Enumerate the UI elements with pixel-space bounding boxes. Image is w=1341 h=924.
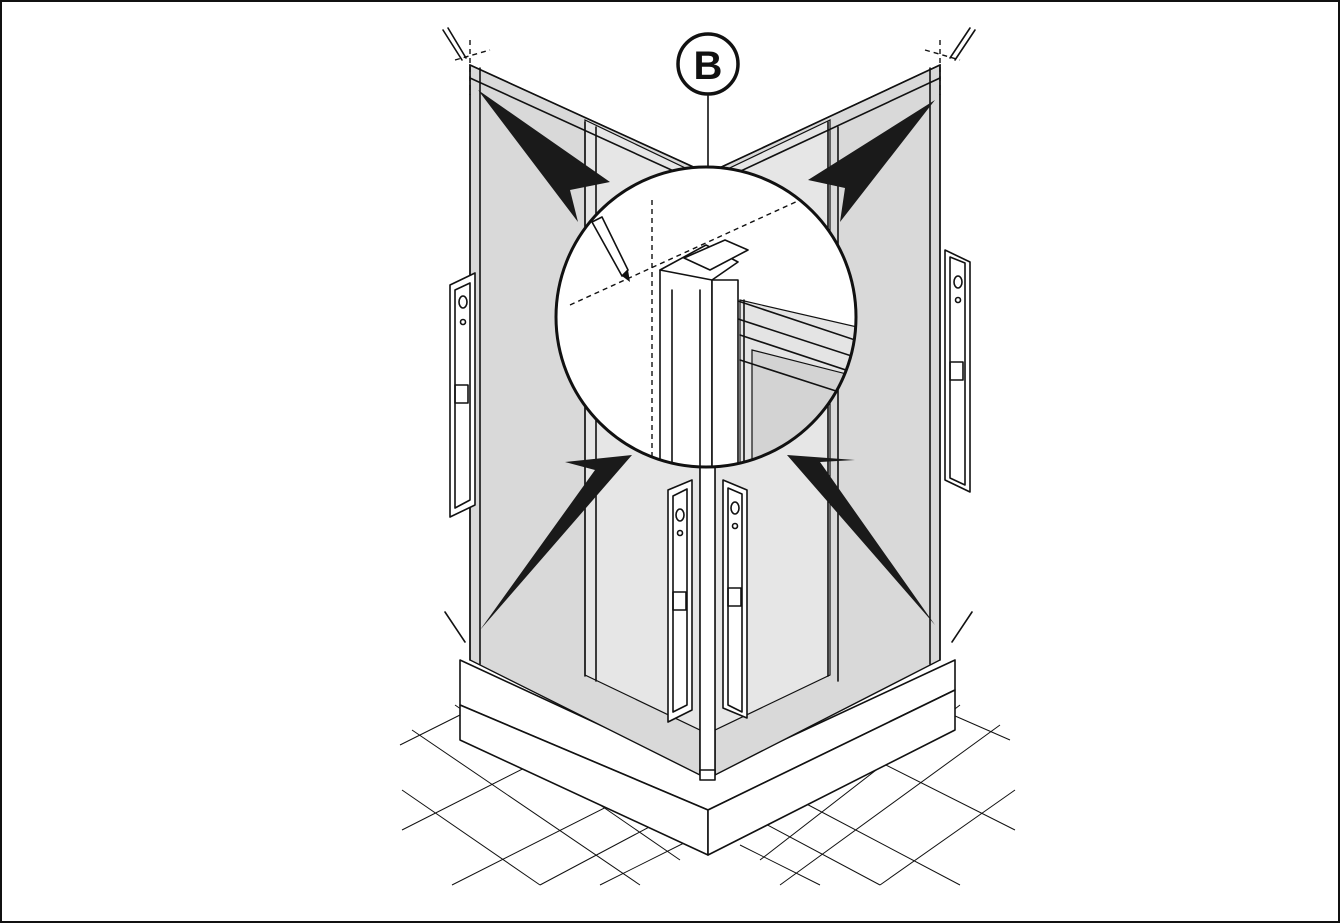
spirit-level-front-left xyxy=(667,479,693,723)
spirit-level-front-right xyxy=(722,479,748,719)
spirit-level-right xyxy=(944,249,971,493)
callout-circle xyxy=(676,32,740,96)
callout-label: B xyxy=(694,44,723,88)
direction-arrows xyxy=(478,90,935,630)
callout-badge: B xyxy=(676,32,740,96)
spirit-level-left xyxy=(449,272,476,518)
pencil-marks xyxy=(442,27,976,643)
plumb-lines xyxy=(454,40,961,95)
